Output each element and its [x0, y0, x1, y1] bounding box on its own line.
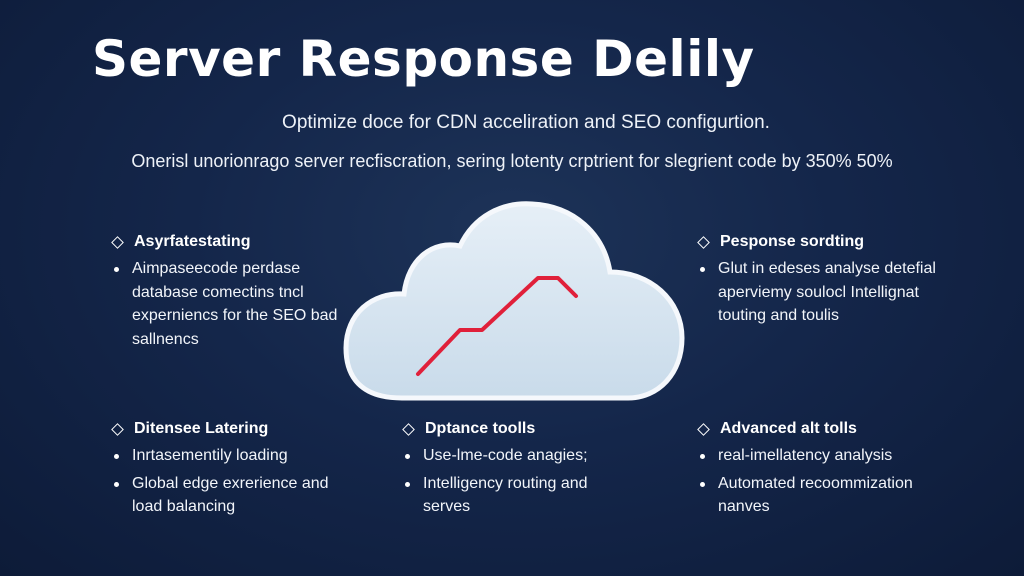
- diamond-icon: [697, 422, 710, 436]
- section-heading: Ditensee Latering: [110, 418, 360, 440]
- section-heading: Pesponse sordting: [696, 231, 936, 253]
- list-item-text: Use-lme-code anagies;: [423, 447, 588, 464]
- bullet-dot-icon: [700, 454, 705, 459]
- section-heading: Asyrfatestating: [110, 231, 340, 253]
- diamond-icon: [402, 422, 415, 436]
- list-item: Aimpaseecode perdase database comectins …: [110, 257, 340, 351]
- list-item: Use-lme-code anagies;: [401, 444, 631, 468]
- bullet-dot-icon: [114, 267, 119, 272]
- section-heading: Dptance toolls: [401, 418, 631, 440]
- list-item-text: real-imellatency analysis: [718, 447, 893, 464]
- bullet-dot-icon: [114, 481, 119, 487]
- list-item: Inrtasementily loading: [110, 444, 360, 468]
- section-heading: Advanced alt tolls: [696, 418, 946, 440]
- trend-line: [416, 276, 578, 376]
- list-item: real-imellatency analysis: [696, 444, 946, 468]
- list-item-text: Glut in edeses analyse detefial aperviem…: [718, 260, 936, 324]
- section-heading-text: Dptance toolls: [425, 420, 536, 437]
- section-top-right: Pesponse sordting Glut in edeses analyse…: [696, 231, 936, 328]
- bullet-dot-icon: [405, 454, 410, 459]
- section-heading-text: Asyrfatestating: [134, 233, 251, 250]
- list-item: Global edge exrerience and load balancin…: [110, 472, 360, 519]
- list-item-text: Global edge exrerience and load balancin…: [132, 474, 329, 516]
- diamond-icon: [697, 235, 710, 249]
- bullet-dot-icon: [114, 454, 119, 459]
- subtitle: Optimize doce for CDN acceliration and S…: [282, 112, 770, 133]
- list-item: Intelligency routing and serves: [401, 472, 631, 519]
- page-title: Server Response Delily: [92, 30, 755, 88]
- diamond-icon: [111, 422, 124, 436]
- section-bottom-left: Ditensee Latering Inrtasementily loading…: [110, 418, 360, 519]
- list-item: Glut in edeses analyse detefial aperviem…: [696, 257, 936, 328]
- section-top-left: Asyrfatestating Aimpaseecode perdase dat…: [110, 231, 340, 351]
- bullet-dot-icon: [700, 481, 705, 487]
- section-heading-text: Pesponse sordting: [720, 233, 865, 250]
- list-item: Automated recoommization nanves: [696, 472, 946, 519]
- bullet-dot-icon: [700, 267, 705, 272]
- cloud-icon: [343, 201, 685, 401]
- description: Onerisl unorionrago server recfiscration…: [131, 151, 893, 171]
- list-item-text: Automated recoommization nanves: [718, 474, 913, 516]
- list-item-text: Intelligency routing and serves: [423, 474, 588, 516]
- section-bottom-middle: Dptance toolls Use-lme-code anagies; Int…: [401, 418, 631, 519]
- list-item-text: Aimpaseecode perdase database comectins …: [132, 260, 338, 348]
- diamond-icon: [111, 235, 124, 249]
- list-item-text: Inrtasementily loading: [132, 447, 288, 464]
- bullet-dot-icon: [405, 481, 410, 487]
- section-bottom-right: Advanced alt tolls real-imellatency anal…: [696, 418, 946, 519]
- section-heading-text: Advanced alt tolls: [720, 420, 857, 437]
- section-heading-text: Ditensee Latering: [134, 420, 269, 437]
